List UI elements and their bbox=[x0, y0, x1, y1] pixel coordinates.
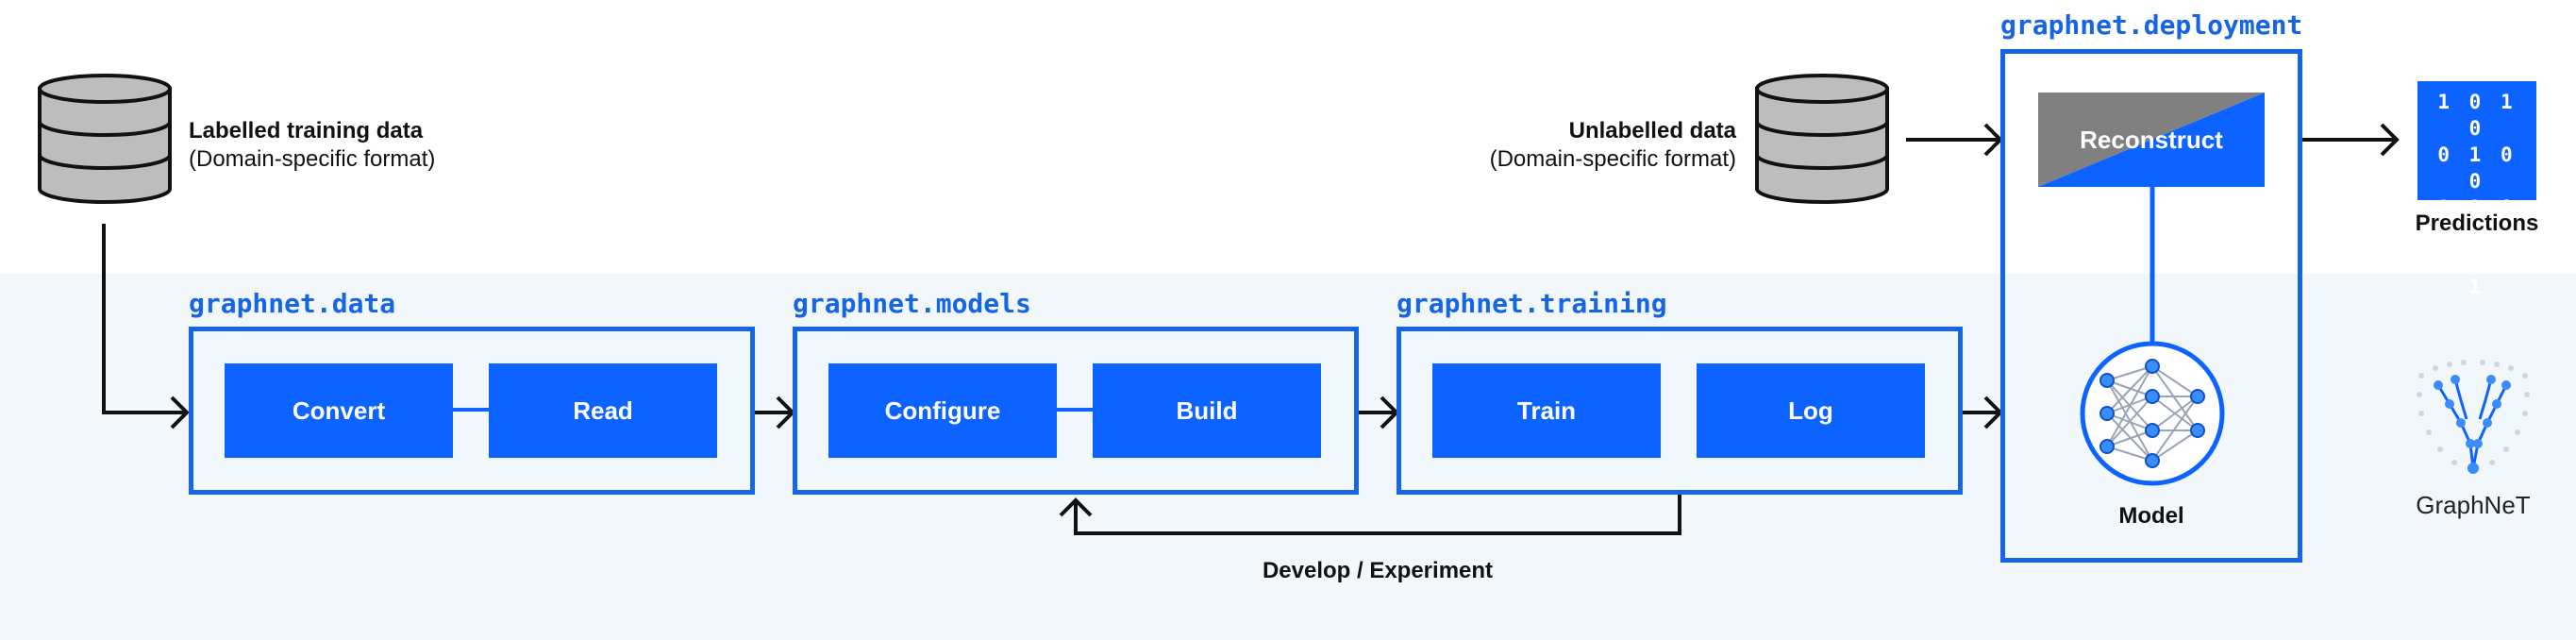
model-label: Model bbox=[2118, 503, 2184, 529]
reconstruct-background bbox=[2038, 93, 2265, 187]
unlabelled-data-title: Unlabelled data bbox=[1568, 118, 1736, 143]
arrow-labelled-to-data bbox=[102, 224, 187, 414]
configure-block: Configure bbox=[828, 363, 1057, 458]
models-module-box bbox=[793, 327, 1359, 495]
unlabelled-data-label: Unlabelled data (Domain-specific format) bbox=[1453, 117, 1736, 174]
database-icon bbox=[1755, 74, 1889, 204]
neural-network-icon bbox=[2080, 341, 2225, 486]
binary-row: 1 0 1 1 bbox=[2437, 249, 2517, 298]
binary-row: 1 0 1 0 bbox=[2437, 91, 2517, 140]
deployment-module-box bbox=[2000, 49, 2302, 563]
reconstruct-block: Reconstruct bbox=[2038, 93, 2265, 187]
unlabelled-data-subtitle: (Domain-specific format) bbox=[1489, 146, 1736, 172]
train-block: Train bbox=[1432, 363, 1661, 458]
data-module-box bbox=[189, 327, 755, 495]
training-module-box bbox=[1397, 327, 1963, 495]
predictions-label: Predictions bbox=[2415, 211, 2539, 236]
labelled-data-title: Labelled training data bbox=[189, 118, 424, 143]
module-label-deployment: graphnet.deployment bbox=[2000, 9, 2303, 41]
binary-row: 1 1 0 1 bbox=[2437, 196, 2517, 245]
module-label-models: graphnet.models bbox=[793, 288, 1031, 319]
module-label-training: graphnet.training bbox=[1397, 288, 1667, 319]
graphnet-logo-icon bbox=[2417, 360, 2530, 474]
log-block: Log bbox=[1697, 363, 1925, 458]
binary-row: 0 1 0 0 bbox=[2437, 143, 2517, 193]
build-block: Build bbox=[1093, 363, 1321, 458]
feedback-loop-arrow bbox=[1074, 491, 1681, 535]
labelled-data-subtitle: (Domain-specific format) bbox=[189, 146, 436, 172]
database-icon bbox=[38, 74, 172, 204]
convert-block: Convert bbox=[225, 363, 453, 458]
reconstruct-label: Reconstruct bbox=[2080, 125, 2223, 154]
module-label-data: graphnet.data bbox=[189, 288, 396, 319]
read-block: Read bbox=[489, 363, 717, 458]
labelled-data-label: Labelled training data (Domain-specific … bbox=[189, 117, 435, 174]
binary-output-icon: 1 0 1 0 0 1 0 0 1 1 0 1 1 0 1 1 bbox=[2417, 81, 2536, 298]
develop-experiment-label: Develop / Experiment bbox=[1262, 558, 1494, 583]
graphnet-logo-text: GraphNeT bbox=[2416, 491, 2531, 519]
